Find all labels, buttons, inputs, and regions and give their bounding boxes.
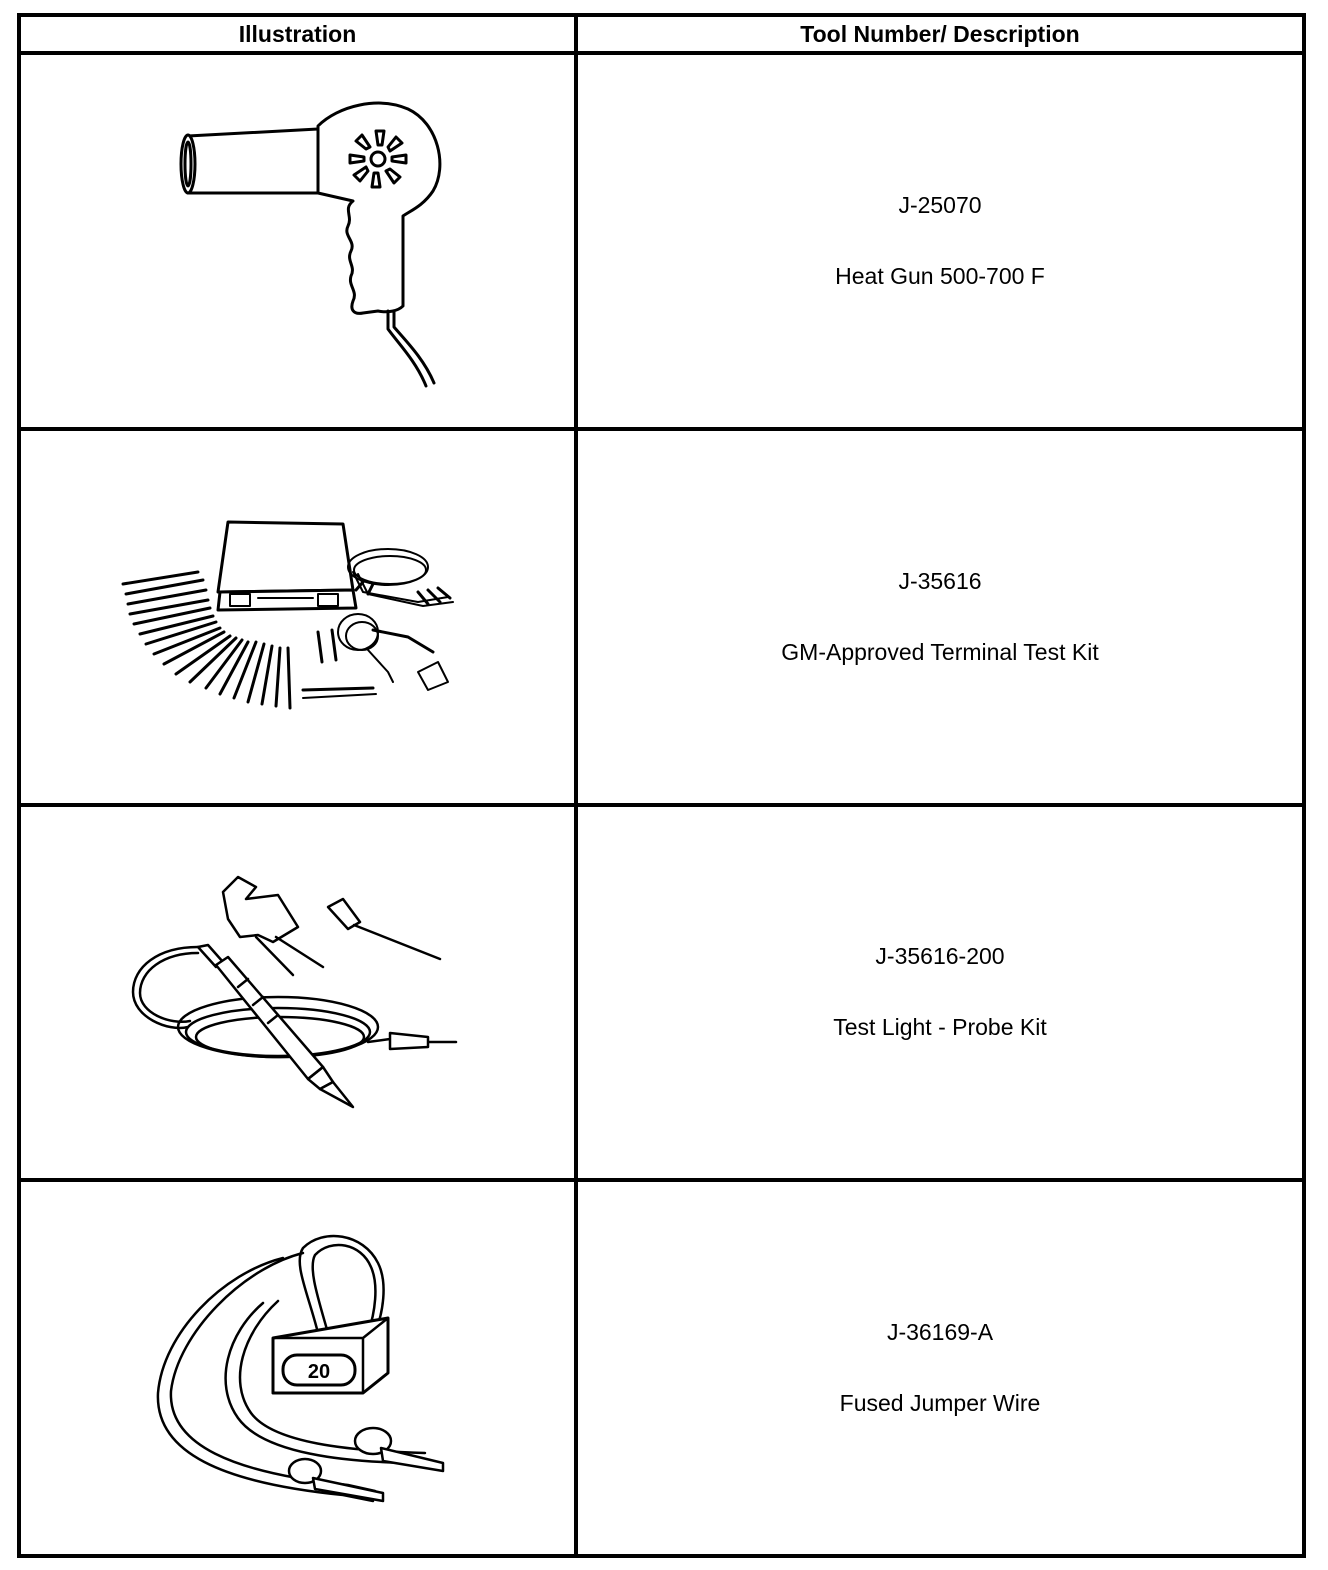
illustration-cell	[17, 802, 578, 1183]
heat-gun-icon	[179, 101, 441, 388]
tool-info-cell: J-25070 Heat Gun 500-700 F	[574, 51, 1306, 431]
table-row: J-35616 GM-Approved Terminal Test Kit	[17, 426, 1306, 807]
header-illustration: Illustration	[17, 13, 578, 55]
tool-number: J-35616-200	[875, 943, 1005, 970]
fuse-rating-label: 20	[307, 1361, 329, 1383]
tool-number: J-35616	[898, 567, 982, 594]
header-tool-number-description: Tool Number/ Description	[574, 13, 1306, 55]
tool-number: J-36169-A	[886, 1319, 994, 1346]
tool-description: GM-Approved Terminal Test Kit	[781, 638, 1099, 665]
tool-info-cell: J-36169-A Fused Jumper Wire	[574, 1178, 1306, 1558]
tool-info-cell: J-35616-200 Test Light - Probe Kit	[574, 802, 1306, 1183]
tool-number: J-25070	[898, 191, 982, 218]
table-row: J-25070 Heat Gun 500-700 F	[17, 51, 1306, 431]
table-row: J-35616-200 Test Light - Probe Kit	[17, 802, 1306, 1183]
illustration-cell: 20	[17, 1178, 578, 1558]
terminal-test-kit-icon	[121, 520, 454, 710]
special-tools-table: Illustration Tool Number/ Description	[17, 13, 1306, 1558]
table-header-row: Illustration Tool Number/ Description	[17, 13, 1306, 55]
fused-jumper-wire-icon: 20	[156, 1234, 444, 1503]
test-light-probe-icon	[131, 876, 457, 1109]
tool-description: Fused Jumper Wire	[839, 1390, 1041, 1417]
table-row: 20 J-36169-A Fused Jumper Wire	[17, 1178, 1306, 1558]
illustration-cell	[17, 51, 578, 431]
illustration-cell	[17, 426, 578, 807]
tool-info-cell: J-35616 GM-Approved Terminal Test Kit	[574, 426, 1306, 807]
tool-description: Heat Gun 500-700 F	[835, 262, 1045, 289]
tool-description: Test Light - Probe Kit	[833, 1014, 1047, 1041]
